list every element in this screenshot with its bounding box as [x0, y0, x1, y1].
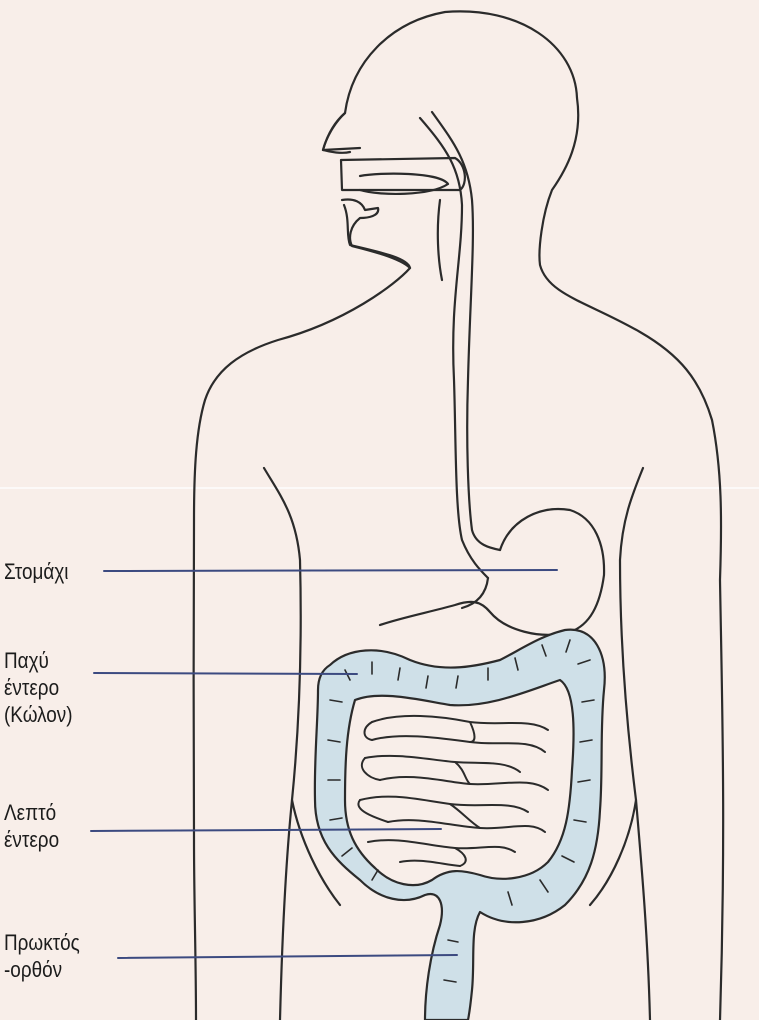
label-large-intestine-line-2: έντερο [4, 675, 60, 700]
small-intestine [357, 714, 549, 867]
small-intestine-leader-line [90, 828, 442, 832]
right-arm-inner-line [618, 466, 652, 1020]
hip-line-right [588, 798, 638, 907]
label-large-intestine: Παχύ έντερο (Κώλον) [4, 647, 73, 728]
body-outline-left [192, 146, 412, 1020]
label-small-intestine-line-2: έντερο [4, 827, 60, 852]
nose-mouth-outline [321, 111, 352, 154]
label-rectum: Πρωκτός -ορθόν [4, 929, 80, 983]
esophagus-outline [418, 116, 490, 580]
label-small-intestine-line-1: Λεπτό [4, 800, 57, 825]
colon-haustra [327, 639, 595, 983]
label-stomach: Στομάχι [4, 558, 69, 585]
body-outline [321, 10, 725, 1020]
left-arm-inner-line [262, 466, 302, 1020]
stomach-outline [378, 507, 606, 636]
stomach-inner-outline [460, 576, 490, 610]
pharynx-outline [430, 110, 502, 552]
rectum-leader-line [117, 954, 458, 959]
jaw-outline [340, 198, 412, 270]
label-rectum-line-1: Πρωκτός [4, 930, 80, 955]
label-large-intestine-line-3: (Κώλον) [4, 702, 73, 727]
label-stomach-line-1: Στομάχι [4, 559, 69, 584]
throat-inner-outline [436, 198, 444, 282]
hip-line-left [290, 798, 342, 907]
large-intestine-leader-line [93, 672, 358, 675]
label-small-intestine: Λεπτό έντερο [4, 799, 59, 853]
tongue-outline [358, 172, 450, 196]
stomach-leader-line [103, 569, 558, 572]
label-large-intestine-line-1: Παχύ [4, 648, 49, 673]
label-rectum-line-2: -ορθόν [4, 957, 63, 982]
